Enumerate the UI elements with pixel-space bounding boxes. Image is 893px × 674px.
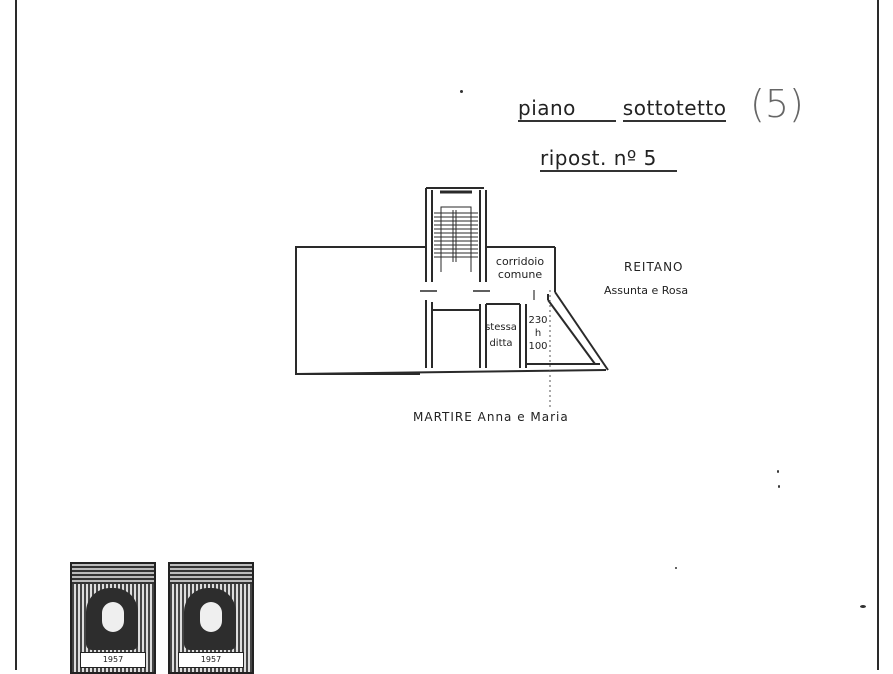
scan-speck (777, 470, 779, 473)
same-firm-line-2: ditta (489, 338, 513, 349)
stamp-face-icon (200, 602, 222, 632)
frame-right-border (877, 0, 879, 670)
height-label: h (534, 328, 542, 339)
same-firm-line-1: stessa (485, 322, 517, 333)
neighbor-south: MARTIRE Anna e Maria (413, 410, 569, 424)
stamp-header (72, 564, 154, 584)
scan-speck (778, 485, 780, 488)
corridor-label-line-2: comune (497, 268, 543, 281)
stamp-value: 1957 (80, 652, 146, 668)
neighbor-east-names: Assunta e Rosa (604, 284, 689, 297)
scan-speck (675, 567, 677, 569)
floor-title: piano sottotetto (518, 96, 727, 122)
height-top-value: 230 (528, 315, 548, 326)
revenue-stamp-2: 1957 (168, 562, 254, 674)
corridor-label-line-1: corridoio (495, 255, 545, 268)
floor-title-word-2: sottotetto (622, 96, 727, 122)
scan-speck (860, 605, 866, 608)
height-bottom-value: 100 (528, 341, 548, 352)
stamp-header (170, 564, 252, 584)
room-label-same-firm: stessa ditta (481, 320, 521, 352)
scan-speck (460, 90, 463, 93)
room-label-corridor: corridoio comune (487, 255, 553, 281)
floor-title-word-1: piano (518, 96, 616, 122)
neighbor-east-surname: REITANO (624, 260, 684, 274)
stamp-face-icon (102, 602, 124, 632)
stamp-value: 1957 (178, 652, 244, 668)
height-dimension-label: 230 h 100 (524, 314, 552, 353)
circled-number: (5) (750, 82, 804, 126)
revenue-stamp-1: 1957 (70, 562, 156, 674)
storage-title: ripost. nº 5 (540, 146, 677, 172)
frame-left-border (15, 0, 17, 670)
